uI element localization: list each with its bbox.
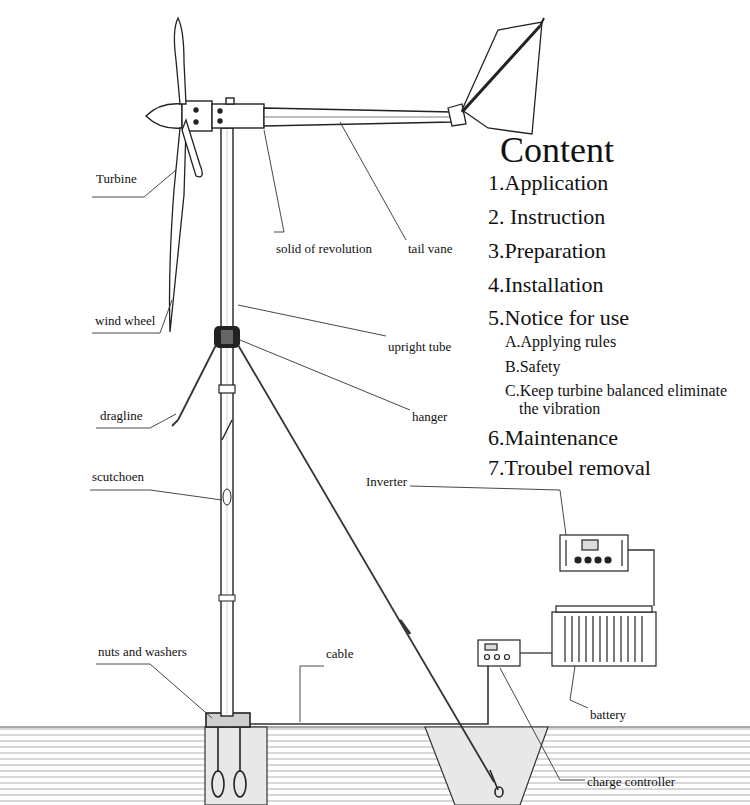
contents-subitem: A.Applying rules xyxy=(505,333,616,351)
contents-item: 6.Maintenance xyxy=(488,425,618,450)
part-label: charge controller xyxy=(587,775,675,790)
contents-item: 4.Installation xyxy=(488,272,603,297)
nacelle xyxy=(146,98,264,131)
part-label: scutchoen xyxy=(92,470,144,485)
contents-subitem: C.Keep turbine balanced eliminate the vi… xyxy=(505,382,734,419)
dragline xyxy=(172,345,494,782)
upright-tube xyxy=(219,128,235,716)
hanger xyxy=(214,326,240,348)
wind-wheel xyxy=(170,18,203,332)
contents-item: 2. Instruction xyxy=(488,204,605,229)
battery xyxy=(552,606,656,666)
ground xyxy=(0,727,750,805)
part-label: Turbine xyxy=(96,172,137,187)
part-label: tail vane xyxy=(408,242,452,257)
part-label: wind wheel xyxy=(95,314,155,329)
tail-vane xyxy=(264,18,544,134)
cable xyxy=(250,665,488,724)
contents-item: 3.Preparation xyxy=(488,238,606,263)
part-label: dragline xyxy=(100,409,143,424)
part-label: battery xyxy=(590,708,626,723)
contents-item: 7.Troubel removal xyxy=(488,455,651,480)
foundation-bolts xyxy=(206,713,503,797)
contents-heading: Content xyxy=(500,130,614,171)
wiring xyxy=(520,550,654,653)
charge-controller xyxy=(478,640,520,666)
contents-subitem: B.Safety xyxy=(505,358,561,376)
inverter xyxy=(560,535,628,571)
contents-item: 1.Application xyxy=(488,170,608,195)
part-label: solid of revolution xyxy=(276,242,372,257)
part-label: cable xyxy=(326,647,353,662)
part-label: upright tube xyxy=(388,340,451,355)
part-label: nuts and washers xyxy=(98,645,187,660)
part-label: hanger xyxy=(412,410,447,425)
part-label: Inverter xyxy=(366,475,407,490)
contents-item: 5.Notice for use xyxy=(488,305,629,330)
